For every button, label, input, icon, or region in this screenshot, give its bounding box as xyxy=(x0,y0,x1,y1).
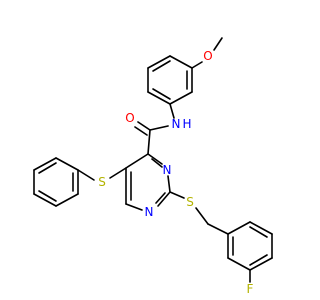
carbonyl-oxygen-label: O xyxy=(125,111,134,125)
phenylthio-sulfur-label: S xyxy=(98,175,106,189)
atom-labels: O O N H N N S S F xyxy=(98,49,253,296)
molecule-diagram: O O N H N N S S F xyxy=(33,37,273,296)
bond-lines xyxy=(33,37,273,283)
pyrimidine-nitrogen-upper-label: N xyxy=(163,163,172,177)
amide-nitrogen-label: N xyxy=(172,117,181,131)
fluorine-label: F xyxy=(247,282,254,296)
molecule-structure: O O N H N N S S F xyxy=(33,37,273,296)
benzylthio-sulfur-label: S xyxy=(186,195,194,209)
pyrimidine-nitrogen-lower-label: N xyxy=(145,205,154,219)
methoxy-oxygen-label: O xyxy=(203,49,212,63)
amide-hydrogen-label: H xyxy=(182,117,191,131)
